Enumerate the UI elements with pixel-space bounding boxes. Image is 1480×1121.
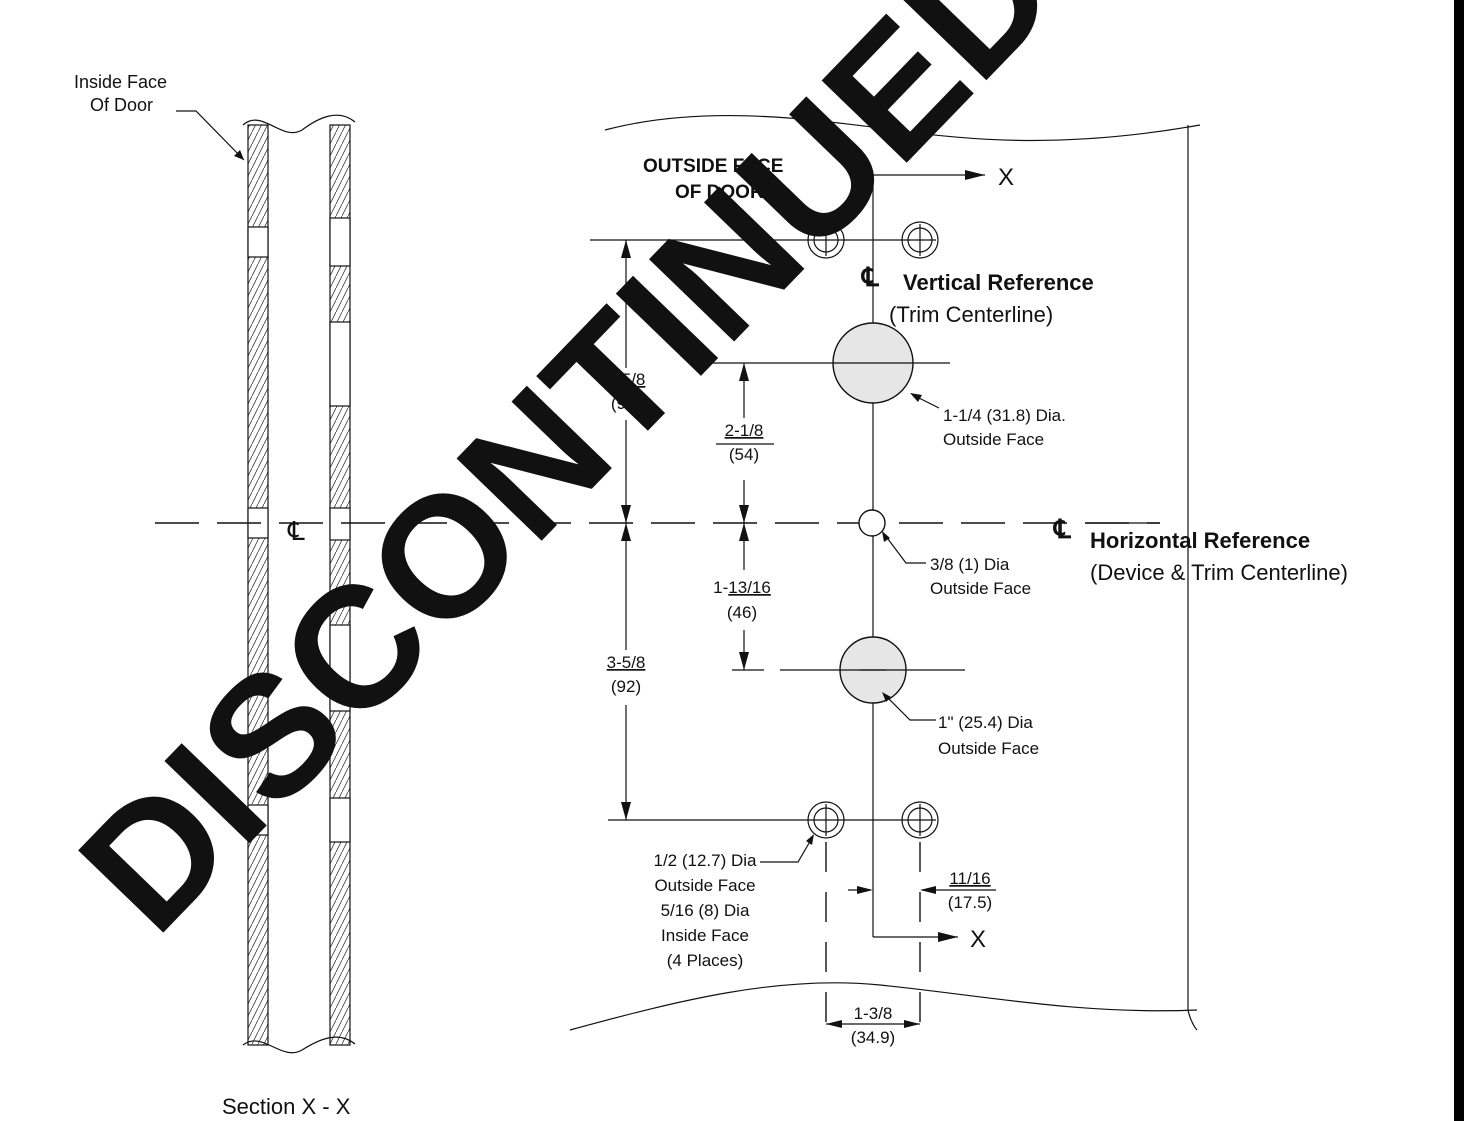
medium-hole-callout-line2: Outside Face <box>938 739 1039 758</box>
vertical-reference-symbol: ℄ <box>861 262 880 292</box>
dimension-offset: 11/16 (17.5) <box>848 869 996 912</box>
svg-text:(4 Places): (4 Places) <box>667 951 744 970</box>
mount-hole-bottom-left <box>807 801 845 839</box>
door-face-outline <box>569 114 1201 1031</box>
svg-text:3-5/8: 3-5/8 <box>607 653 646 672</box>
small-hole <box>858 509 886 537</box>
horizontal-reference-symbol: ℄ <box>1053 514 1072 544</box>
dimension-lower-partial: 1-13/16 (46) <box>713 523 771 671</box>
svg-text:(92): (92) <box>611 677 641 696</box>
section-marker-top: X <box>998 164 1014 191</box>
svg-text:1/2 (12.7) Dia: 1/2 (12.7) Dia <box>654 851 758 870</box>
svg-text:(92): (92) <box>611 394 641 413</box>
dimension-upper-total: 3-5/8 (92) <box>607 240 646 523</box>
outside-face-label-line1: OUTSIDE FACE <box>643 156 783 177</box>
medium-hole-callout-line1: 1" (25.4) Dia <box>938 713 1033 732</box>
small-hole-callout-line2: Outside Face <box>930 579 1031 598</box>
section-marker-bottom: X <box>970 926 986 953</box>
outside-face-label-line2: OF DOOR <box>675 182 764 203</box>
discontinued-watermark: DISCONTINUED <box>44 0 1092 967</box>
svg-text:Inside Face: Inside Face <box>661 926 749 945</box>
svg-text:(54): (54) <box>729 445 759 464</box>
large-hole-callout-line1: 1-1/4 (31.8) Dia. <box>943 406 1066 425</box>
svg-text:(34.9): (34.9) <box>851 1028 895 1047</box>
mount-hole-callout: 1/2 (12.7) Dia Outside Face 5/16 (8) Dia… <box>654 851 758 970</box>
inside-face-label-line2: Of Door <box>90 95 153 115</box>
svg-text:(46): (46) <box>727 603 757 622</box>
svg-text:3-5/8: 3-5/8 <box>607 370 646 389</box>
section-centerline-symbol: ℄ <box>287 516 305 546</box>
dimension-upper-partial: 2-1/8 (54) <box>716 363 774 523</box>
vertical-reference-subtitle: (Trim Centerline) <box>889 302 1053 327</box>
large-hole-callout-line2: Outside Face <box>943 430 1044 449</box>
section-title: Section X - X <box>222 1094 351 1119</box>
inside-face-label-line1: Inside Face <box>74 72 167 92</box>
svg-text:Outside Face: Outside Face <box>654 876 755 895</box>
horizontal-reference-subtitle: (Device & Trim Centerline) <box>1090 560 1348 585</box>
svg-text:(17.5): (17.5) <box>948 893 992 912</box>
dimension-spacing: 1-3/8 (34.9) <box>826 1004 920 1047</box>
svg-text:11/16: 11/16 <box>949 869 990 888</box>
page-border-right <box>1454 0 1464 1121</box>
horizontal-reference-title: Horizontal Reference <box>1090 528 1310 553</box>
mount-hole-bottom-right <box>901 801 939 839</box>
svg-text:5/16 (8) Dia: 5/16 (8) Dia <box>661 901 750 920</box>
mount-hole-top-right <box>901 221 939 259</box>
small-hole-callout-line1: 3/8 (1) Dia <box>930 555 1010 574</box>
svg-text:1-3/8: 1-3/8 <box>854 1004 893 1023</box>
svg-text:2-1/8: 2-1/8 <box>725 421 764 440</box>
dimension-lower-total: 3-5/8 (92) <box>607 523 646 820</box>
vertical-reference-title: Vertical Reference <box>903 270 1094 295</box>
door-section-view <box>176 110 356 1054</box>
svg-text:1-13/16: 1-13/16 <box>713 578 771 597</box>
